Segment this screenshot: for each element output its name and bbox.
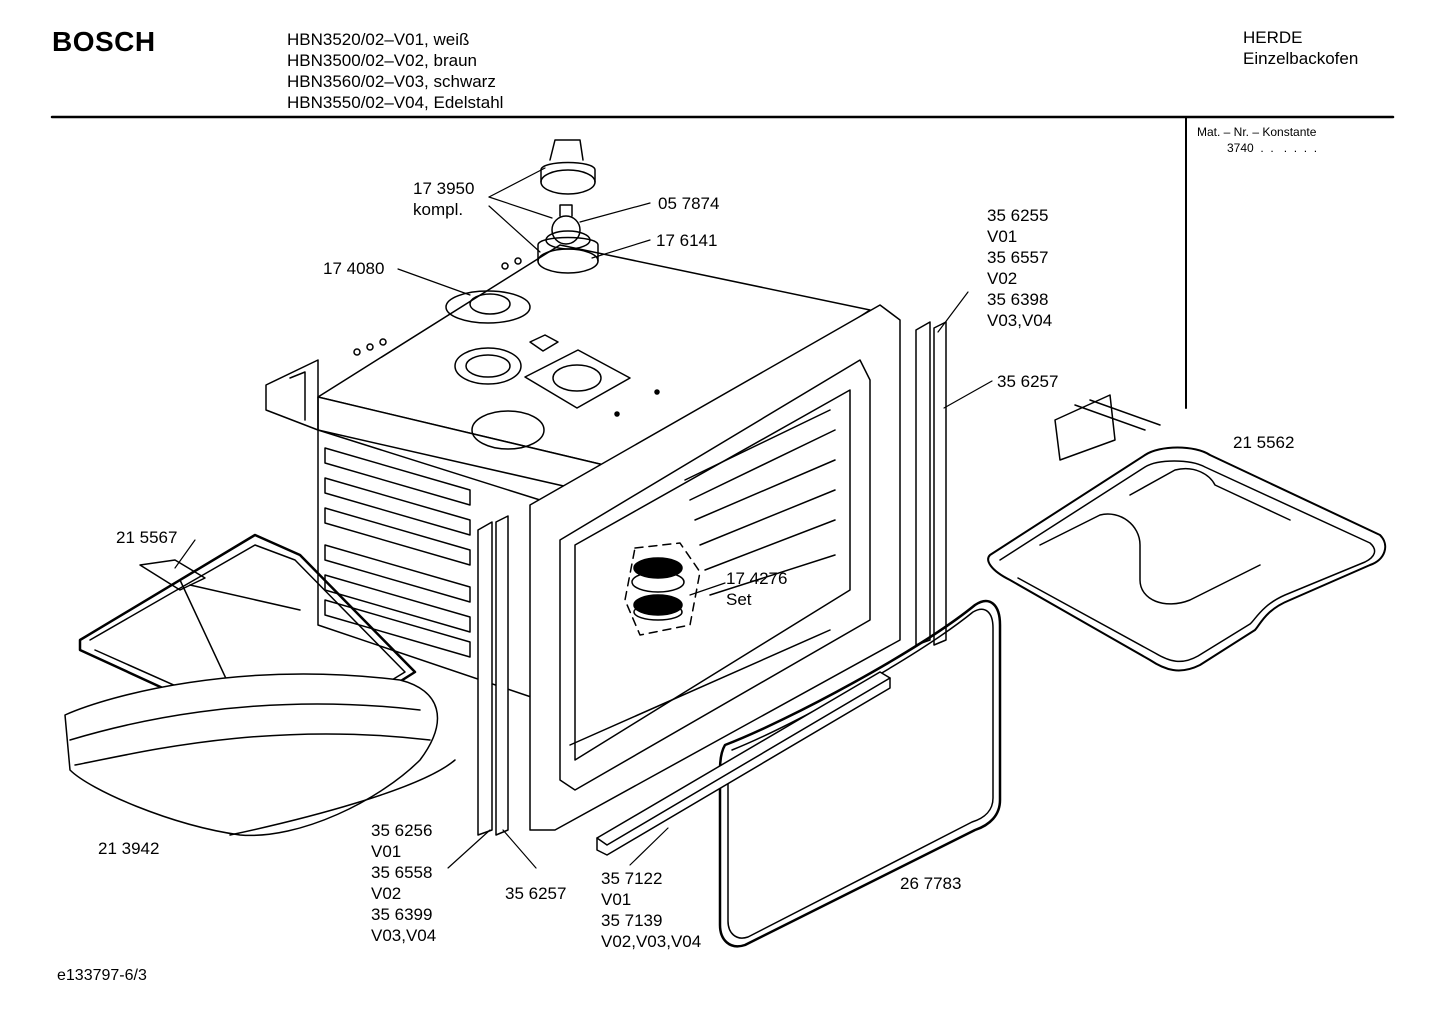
- part-label-176141: 17 6141: [656, 231, 718, 250]
- part-number: 35 7122: [601, 869, 663, 888]
- brand-logo: BOSCH: [52, 26, 156, 57]
- mat-value: 3740 . . . . . .: [1227, 141, 1317, 155]
- insulation-mat: [64, 673, 456, 837]
- category-block: HERDE Einzelbackofen: [1243, 27, 1358, 69]
- model-list: HBN3520/02–V01, weiß HBN3500/02–V02, bra…: [287, 29, 503, 113]
- part-number: 35 6255: [987, 206, 1049, 225]
- oven-front-frame: [529, 304, 901, 831]
- part-label-057874: 05 7874: [658, 194, 720, 213]
- part-variant: V02: [371, 884, 402, 903]
- part-number: 35 6557: [987, 248, 1049, 267]
- category-title: HERDE: [1243, 28, 1303, 47]
- part-variant: V02,V03,V04: [601, 932, 702, 951]
- part-note: Set: [726, 590, 752, 609]
- part-label-215562: 21 5562: [1233, 433, 1295, 452]
- model-line: HBN3550/02–V04, Edelstahl: [287, 93, 504, 112]
- bottom-trim: [596, 671, 891, 856]
- model-line: HBN3520/02–V01, weiß: [287, 30, 470, 49]
- part-label-174080: 17 4080: [323, 259, 385, 278]
- part-variant: V02: [987, 269, 1018, 288]
- part-label-173950: 17 3950 kompl.: [413, 178, 474, 220]
- part-number: 35 6558: [371, 863, 433, 882]
- part-number: 35 6398: [987, 290, 1049, 309]
- mat-value-number: 3740: [1227, 141, 1254, 155]
- part-label-213942: 21 3942: [98, 839, 160, 858]
- part-label-356256: 35 6256 V01 35 6558 V02 35 6399 V03,V04: [371, 820, 436, 946]
- part-variant: V03,V04: [987, 311, 1053, 330]
- part-label-357122: 35 7122 V01 35 7139 V02,V03,V04: [601, 868, 701, 952]
- part-variant: V01: [371, 842, 402, 861]
- part-number: 17 4276: [726, 569, 788, 588]
- lamp-set: [624, 542, 701, 636]
- part-number: 35 7139: [601, 911, 663, 930]
- top-heater: [987, 394, 1387, 672]
- left-side-rails: [477, 515, 509, 836]
- part-label-267783: 26 7783: [900, 874, 962, 893]
- part-label-356255: 35 6255 V01 35 6557 V02 35 6398 V03,V04: [987, 205, 1052, 331]
- right-side-rails: [915, 321, 947, 646]
- part-label-215567: 21 5567: [116, 528, 178, 547]
- part-label-174276: 17 4276 Set: [726, 568, 787, 610]
- model-line: HBN3500/02–V02, braun: [287, 51, 477, 70]
- part-variant: V03,V04: [371, 926, 437, 945]
- part-label-356257-bottom: 35 6257: [505, 884, 567, 903]
- part-number: 17 3950: [413, 179, 475, 198]
- part-number: 35 6399: [371, 905, 433, 924]
- category-subtitle: Einzelbackofen: [1243, 49, 1359, 68]
- part-number: 35 6256: [371, 821, 433, 840]
- leader-lines: [174, 167, 993, 869]
- model-line: HBN3560/02–V03, schwarz: [287, 72, 496, 91]
- part-variant: V01: [987, 227, 1018, 246]
- part-variant: V01: [601, 890, 632, 909]
- part-note: kompl.: [413, 200, 464, 219]
- mat-label: Mat. – Nr. – Konstante: [1197, 125, 1317, 139]
- document-id: e133797-6/3: [57, 967, 147, 984]
- part-label-356257-top: 35 6257: [997, 372, 1059, 391]
- mat-dots: . . . . . .: [1253, 141, 1318, 155]
